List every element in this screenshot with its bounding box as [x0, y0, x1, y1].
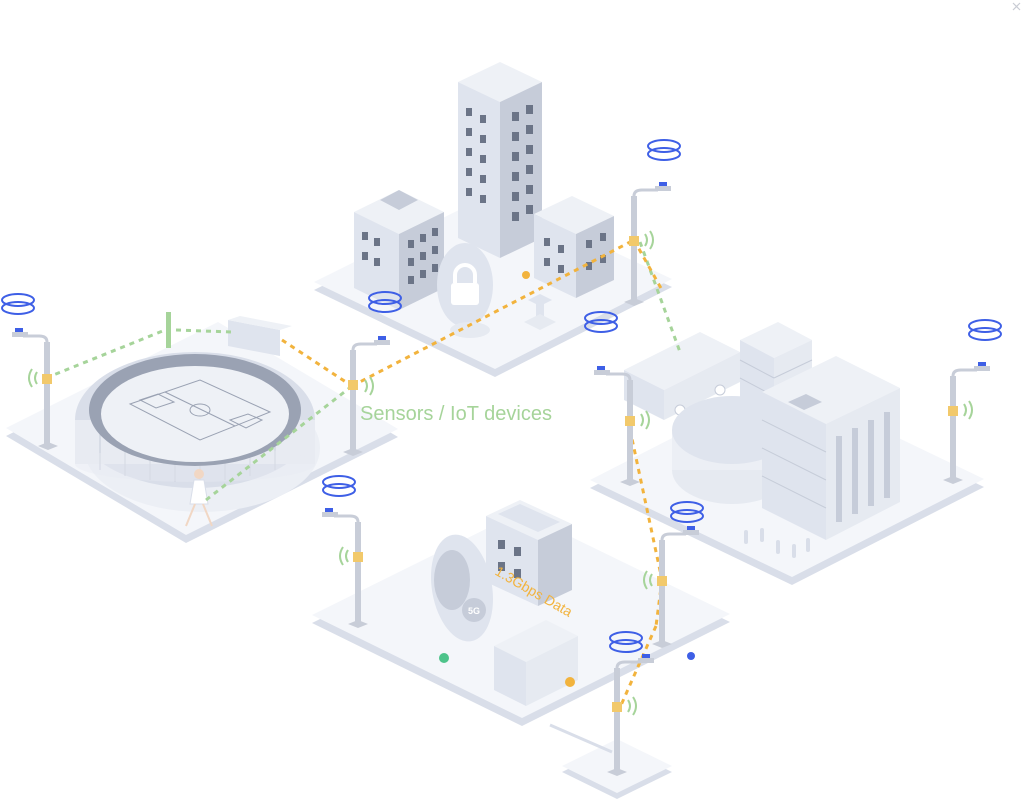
- platform-residential: [312, 512, 730, 726]
- street-lamp-5: [943, 362, 990, 484]
- street-lamp-8: [607, 654, 654, 776]
- right-office-block: [534, 196, 614, 298]
- network-badge: 5G: [468, 606, 480, 616]
- tall-tower: [458, 62, 542, 258]
- bus: [624, 332, 740, 420]
- satellite-dish: 5G: [431, 534, 493, 642]
- left-office-block: [354, 190, 444, 310]
- sensors-label: Sensors / IoT devices: [360, 403, 552, 425]
- signal-wave-icon: [640, 410, 650, 430]
- street-lamp-4: [594, 366, 650, 486]
- antenna-ring-icon: [670, 501, 704, 523]
- antenna-ring-icon: [647, 139, 681, 161]
- antenna-ring-icon: [322, 475, 356, 497]
- street-lamp-3: [624, 182, 671, 306]
- antenna-ring-icon: [584, 311, 618, 333]
- signal-wave-icon: [339, 546, 349, 566]
- signal-wave-icon: [364, 376, 374, 396]
- status-dot-blue: [687, 652, 695, 660]
- monitor-screen: [494, 620, 578, 706]
- signal-wave-icon: [627, 696, 637, 716]
- street-lamp-7: [643, 526, 699, 648]
- billboard: [228, 316, 292, 356]
- signal-wave-icon: [643, 570, 653, 590]
- antenna-ring-icon: [609, 631, 643, 653]
- close-icon[interactable]: [1012, 2, 1021, 11]
- stadium: [75, 352, 320, 512]
- bottom-building: [486, 500, 572, 606]
- status-dot-orange: [565, 677, 575, 687]
- status-dot-green: [439, 653, 449, 663]
- signal-wave-icon: [644, 230, 654, 250]
- pedestrian: [185, 469, 213, 527]
- street-lamp-6: [322, 508, 368, 628]
- campus-main-building: [761, 356, 900, 540]
- lock-icon: [437, 243, 493, 338]
- antenna-ring-icon: [1, 293, 35, 315]
- signal-wave-icon: [963, 400, 973, 420]
- antenna-ring-icon: [368, 291, 402, 313]
- sensor-links: [45, 241, 682, 502]
- antenna-ring-icon: [968, 319, 1002, 341]
- signal-wave-icon: [28, 368, 38, 388]
- street-lamp-2: [343, 336, 390, 456]
- status-dot-orange-top: [522, 271, 530, 279]
- street-lamp-1: [12, 328, 58, 450]
- campus-people: [744, 528, 810, 558]
- kiosk: [524, 294, 556, 330]
